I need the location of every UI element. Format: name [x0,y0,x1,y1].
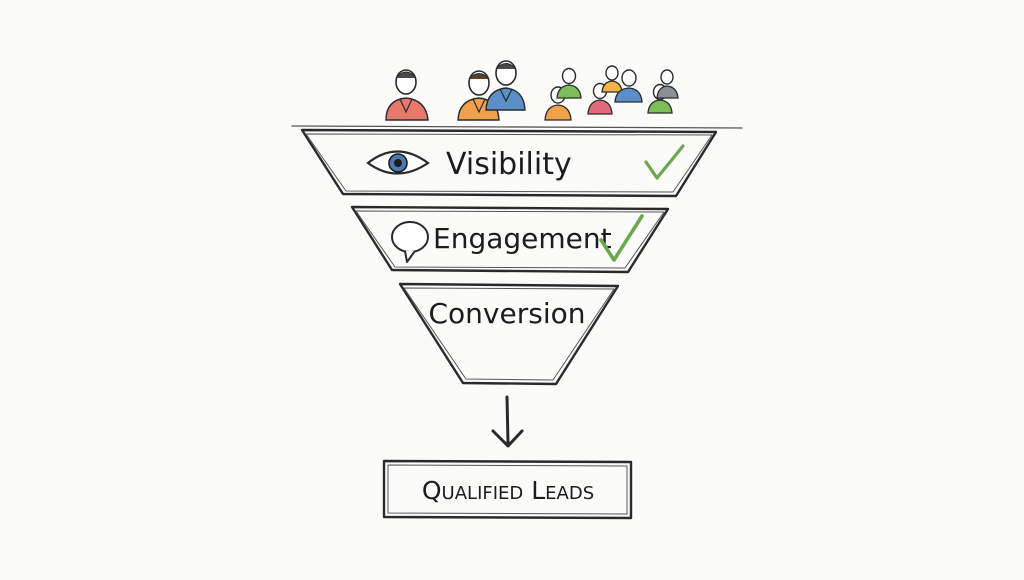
audience-group [385,60,679,121]
check-icon [644,144,685,180]
person-icon [656,69,679,99]
funnel-stage-visibility: Visibility [300,128,718,198]
stage-label: Conversion [429,297,586,330]
person-icon [556,67,582,99]
person-icon [614,69,643,103]
person-icon [485,60,526,111]
person-icon [385,69,429,121]
eye-icon [366,150,430,175]
outcome-label: Qualified Leads [422,476,594,505]
funnel-stage-conversion: Conversion [398,282,620,386]
stage-label: Engagement [433,222,612,255]
person-icon [601,65,623,93]
check-icon [599,214,644,262]
funnel-rim [291,125,743,129]
funnel-stage-engagement: Engagement [350,205,670,274]
stage-label: Visibility [446,147,572,182]
outcome-box: Qualified Leads [382,459,633,520]
arrow-down-icon [491,395,524,448]
speech-bubble-icon [391,221,429,263]
